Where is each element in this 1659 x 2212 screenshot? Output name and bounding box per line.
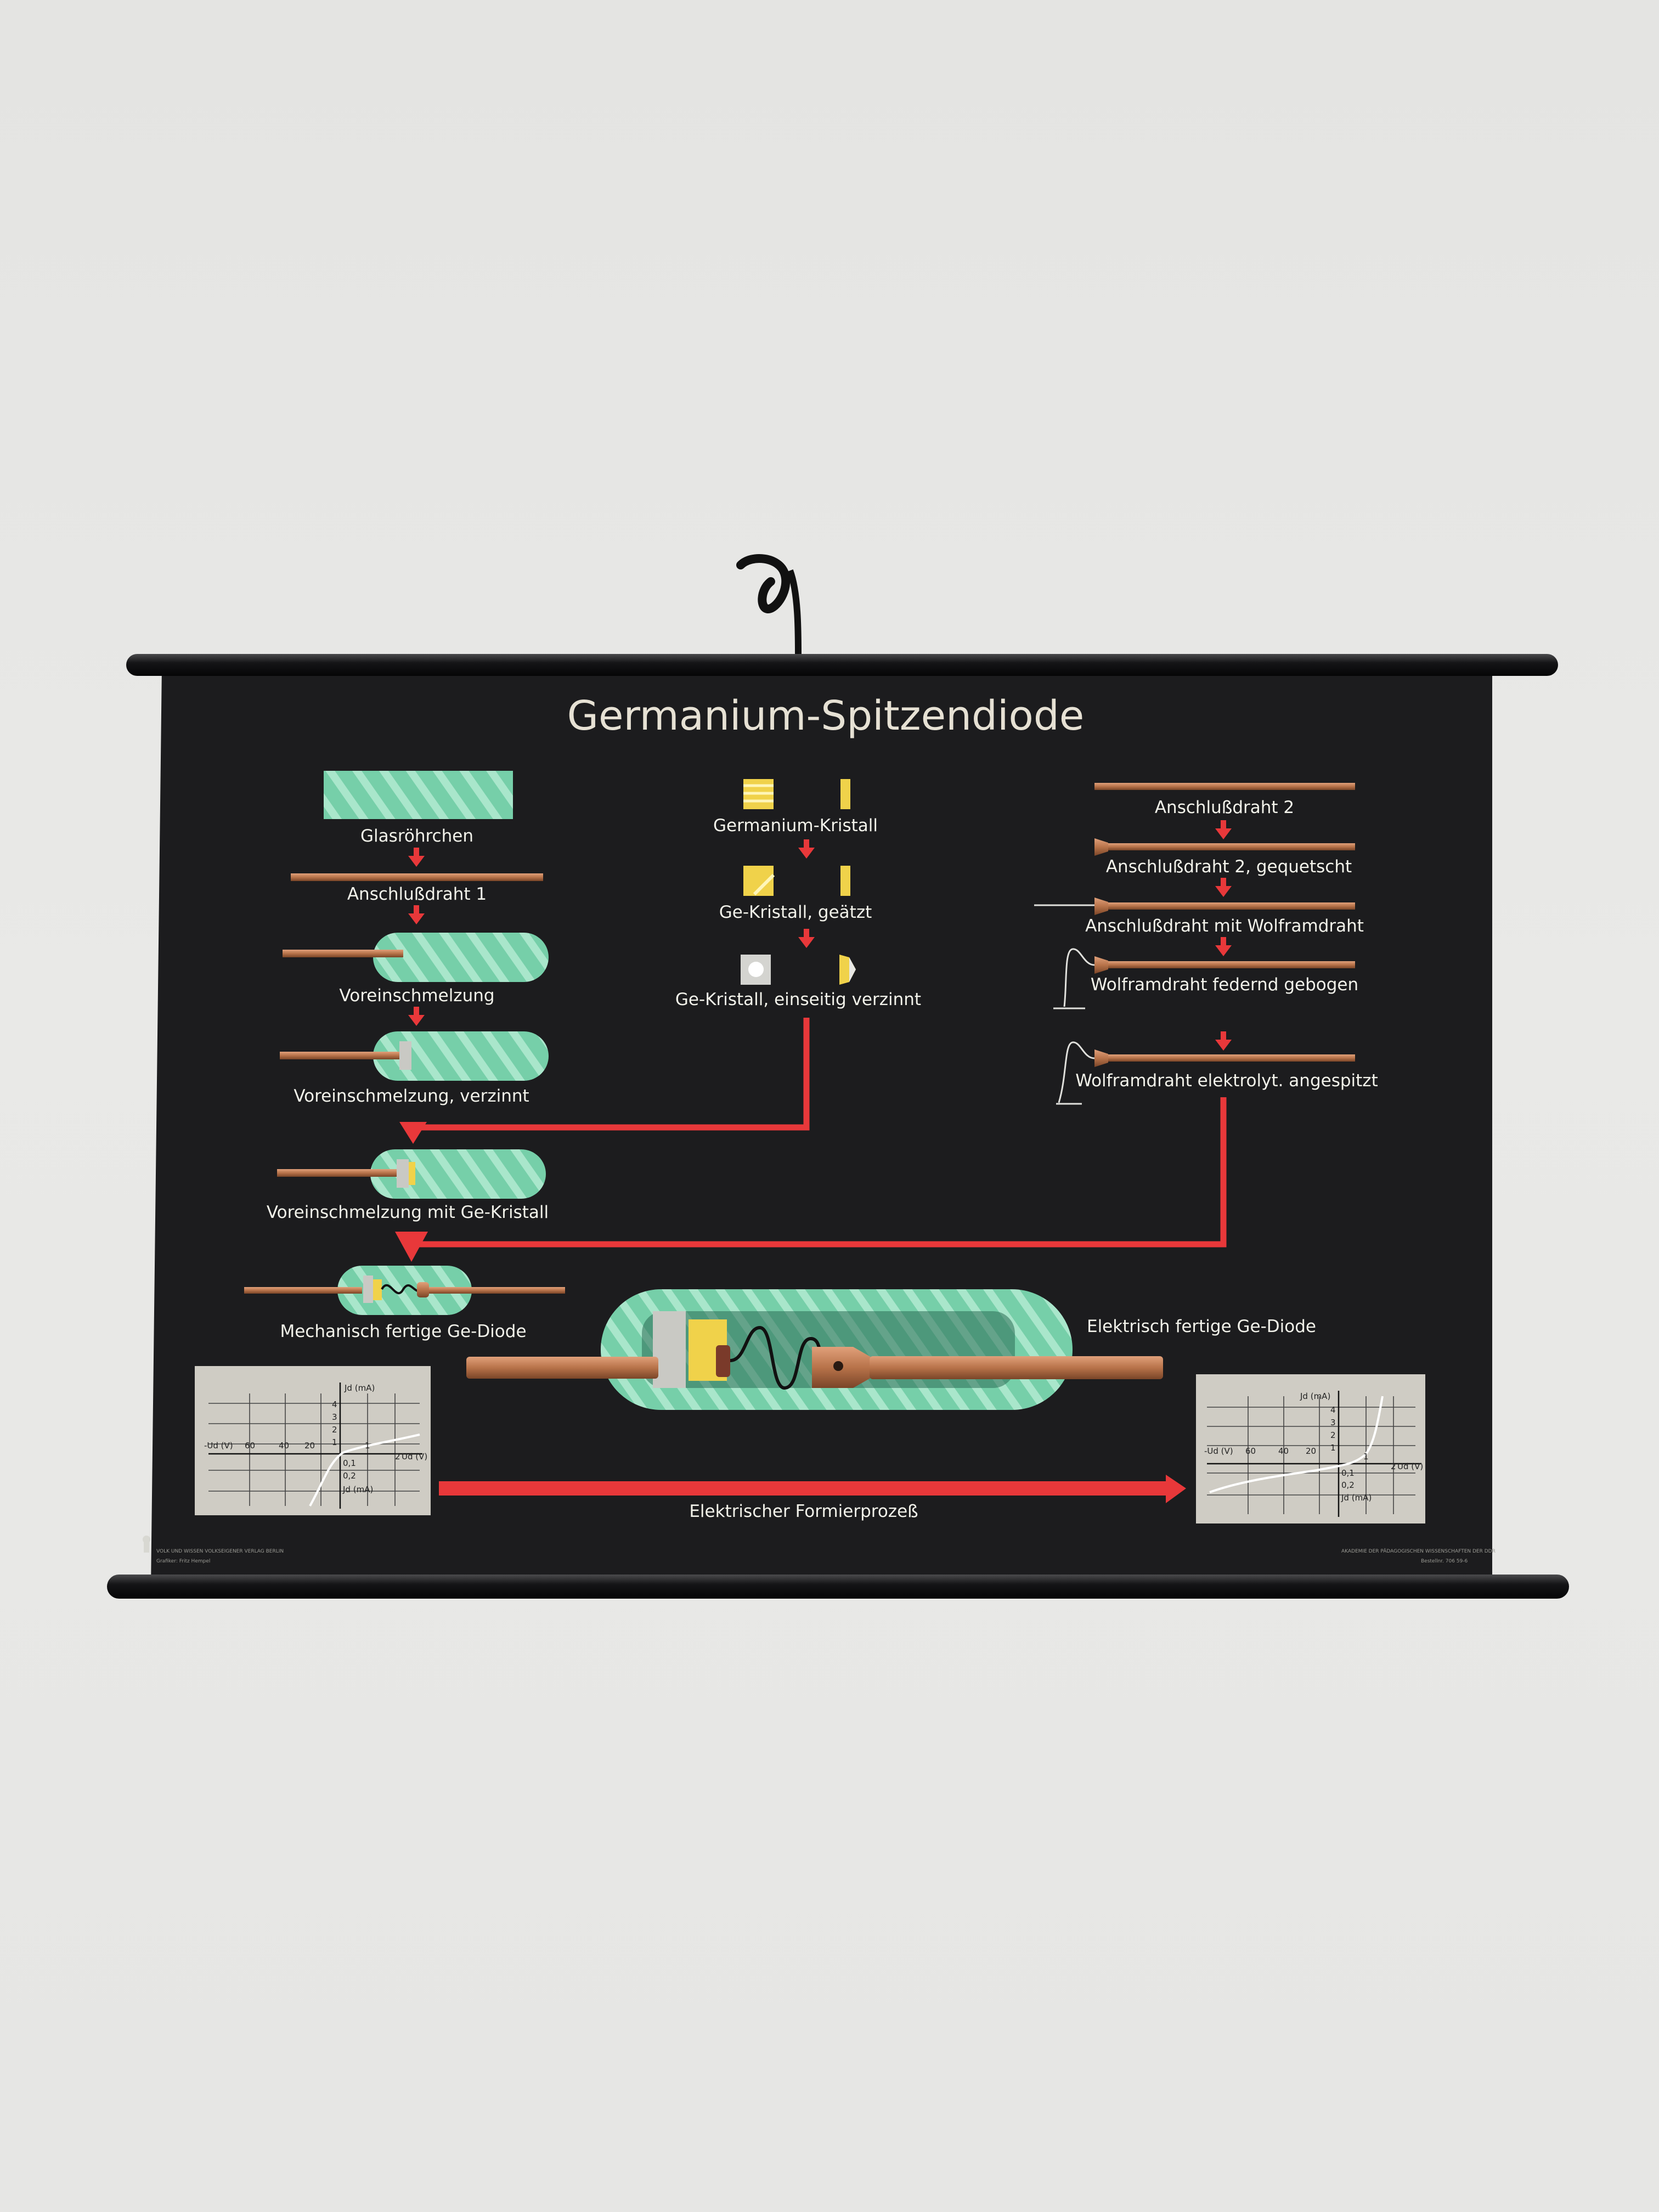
label-germanium-kristall: Germanium-Kristall <box>713 816 878 836</box>
graph-right-y-label: Jd (mA) <box>1300 1391 1330 1401</box>
graph-right-ytick-4: 4 <box>1330 1405 1336 1415</box>
graph-right-ytick-2: 2 <box>1330 1430 1336 1440</box>
label-anschlussdraht-2: Anschlußdraht 2 <box>1155 798 1294 817</box>
graph-right-xtick-60: 60 <box>1245 1446 1256 1456</box>
graph-left-ytick-4: 4 <box>332 1400 337 1409</box>
graph-left-ytick-2: 2 <box>332 1425 337 1435</box>
label-anschlussdraht-1: Anschlußdraht 1 <box>347 884 487 904</box>
footer-author: Grafiker: Fritz Hempel <box>156 1559 210 1564</box>
graph-left-xtick-20: 20 <box>304 1441 315 1451</box>
footer-order-no: Bestellnr. 706 59-6 <box>1421 1559 1468 1564</box>
label-anschlussdraht-wolframdraht: Anschlußdraht mit Wolframdraht <box>1085 916 1364 936</box>
graph-left-xneg-label: -Ud (V) <box>204 1441 233 1451</box>
graph-left-xtick-60: 60 <box>245 1441 255 1451</box>
label-elektrisch-fertige-ge-diode: Elektrisch fertige Ge-Diode <box>1087 1317 1316 1336</box>
graph-left-xpos-label: Ud (V) <box>402 1452 427 1462</box>
label-ge-kristall-geaetzt: Ge-Kristall, geätzt <box>719 902 872 922</box>
label-voreinschmelzung-ge-kristall: Voreinschmelzung mit Ge-Kristall <box>267 1203 549 1222</box>
graph-right-labels: Jd (mA) 4 3 2 1 -Ud (V) 60 40 20 1 2 Ud … <box>1204 1391 1423 1503</box>
graph-left-y-label: Jd (mA) <box>344 1383 375 1393</box>
graph-right-yneg-02: 0,2 <box>1341 1480 1355 1490</box>
graph-left-xtick-1: 1 <box>365 1441 370 1451</box>
graph-left-ytick-1: 1 <box>332 1437 337 1447</box>
label-wolframdraht-gebogen: Wolframdraht federnd gebogen <box>1091 975 1358 995</box>
label-voreinschmelzung-verzinnt: Voreinschmelzung, verzinnt <box>294 1086 529 1106</box>
label-mechanisch-fertige-ge-diode: Mechanisch fertige Ge-Diode <box>280 1322 526 1341</box>
graph-left-yneg-01: 0,1 <box>343 1458 356 1468</box>
graph-left-yneg-02: 0,2 <box>343 1471 356 1481</box>
label-glasroehrchen: Glasröhrchen <box>360 826 473 846</box>
label-voreinschmelzung: Voreinschmelzung <box>339 986 494 1006</box>
label-anschlussdraht-2-gequetscht: Anschlußdraht 2, gequetscht <box>1106 857 1352 877</box>
graph-right-xtick-2: 2 <box>1391 1462 1396 1471</box>
label-wolframdraht-angespitzt: Wolframdraht elektrolyt. angespitzt <box>1075 1071 1378 1091</box>
graph-right-xtick-1: 1 <box>1363 1452 1369 1462</box>
footer-institution: AKADEMIE DER PÄDAGOGISCHEN WISSENSCHAFTE… <box>1341 1548 1496 1554</box>
poster-title: Germanium-Spitzendiode <box>567 692 1085 740</box>
graph-right-yneg-label: Jd (mA) <box>1341 1493 1372 1503</box>
graph-right-xneg-label: -Ud (V) <box>1204 1446 1233 1456</box>
graph-right-xtick-40: 40 <box>1278 1446 1289 1456</box>
label-formierprozess: Elektrischer Formierprozeß <box>689 1502 918 1521</box>
graph-left-labels: Jd (mA) 4 3 2 1 -Ud (V) 60 40 20 1 2 Ud … <box>204 1383 427 1494</box>
graph-right-ytick-1: 1 <box>1330 1443 1336 1453</box>
graph-left-yneg-label: Jd (mA) <box>342 1485 373 1494</box>
label-ge-kristall-verzinnt: Ge-Kristall, einseitig verzinnt <box>675 990 921 1009</box>
graph-left-xtick-2: 2 <box>395 1452 400 1462</box>
graph-right-ytick-3: 3 <box>1330 1418 1336 1427</box>
graph-right-yneg-01: 0,1 <box>1341 1468 1355 1478</box>
footer-publisher: VOLK UND WISSEN VOLKSEIGENER VERLAG BERL… <box>156 1549 284 1554</box>
graph-right-xpos-label: Ud (V) <box>1397 1462 1423 1471</box>
graph-left-xtick-40: 40 <box>279 1441 289 1451</box>
graph-left-ytick-3: 3 <box>332 1412 337 1422</box>
graph-right-xtick-20: 20 <box>1306 1446 1316 1456</box>
